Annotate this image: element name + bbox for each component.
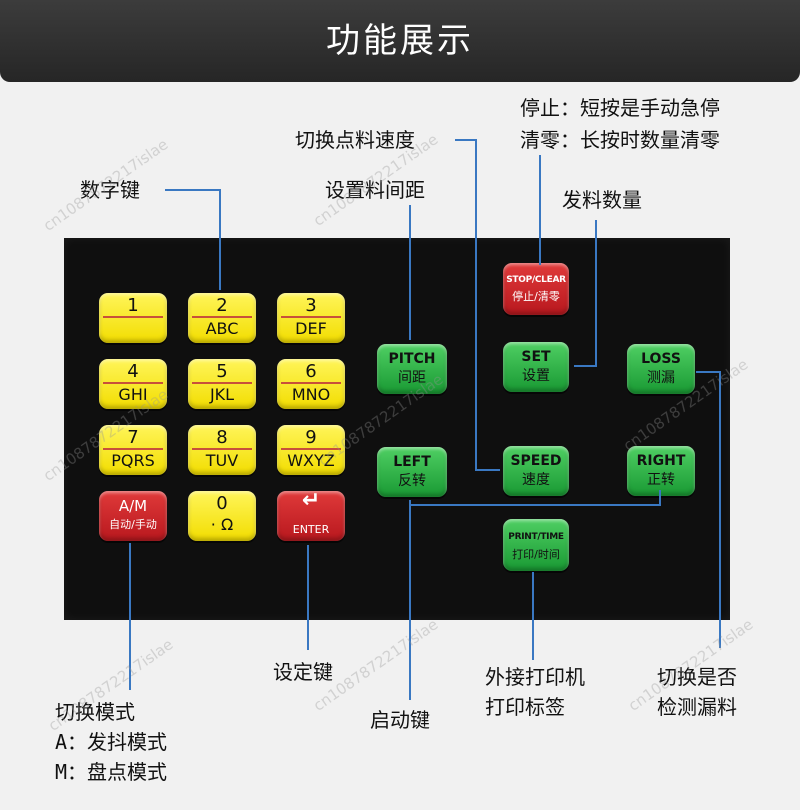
key-number: 5 bbox=[216, 361, 228, 382]
key-number: 3 bbox=[305, 295, 317, 316]
pitch-key[interactable]: PITCH 间距 bbox=[377, 344, 447, 394]
key-letters: DEF bbox=[295, 319, 327, 338]
label-printer-line1: 外接打印机 bbox=[485, 665, 585, 689]
key-divider bbox=[103, 382, 163, 384]
key-label-zh: 间距 bbox=[398, 370, 426, 386]
key-label-en: SET bbox=[521, 349, 551, 365]
key-label-en: PITCH bbox=[388, 351, 436, 367]
key-number: 7 bbox=[127, 427, 139, 448]
label-loss-line2: 检测漏料 bbox=[657, 695, 737, 719]
key-label-en: STOP/CLEAR bbox=[506, 275, 566, 285]
key-number: 1 bbox=[127, 295, 139, 316]
key-label-en: PRINT/TIME bbox=[508, 532, 564, 542]
key-divider bbox=[281, 382, 341, 384]
label-stop-line1: 停止：短按是手动急停 bbox=[520, 96, 720, 120]
loss-key[interactable]: LOSS 测漏 bbox=[627, 344, 695, 394]
key-divider bbox=[192, 448, 252, 450]
label-mode-a: A：发抖模式 bbox=[55, 730, 168, 754]
speed-key[interactable]: SPEED 速度 bbox=[503, 446, 569, 496]
key-divider bbox=[281, 316, 341, 318]
key-divider bbox=[281, 448, 341, 450]
label-set-pitch: 设置料间距 bbox=[325, 178, 425, 202]
key-label-en: A/M bbox=[118, 497, 148, 515]
label-mode-title: 切换模式 bbox=[55, 700, 135, 724]
key-letters: · Ω bbox=[210, 515, 234, 534]
key-letters: TUV bbox=[205, 451, 239, 470]
key-number: 6 bbox=[305, 361, 317, 382]
key-label-en: ENTER bbox=[292, 523, 330, 536]
key-6[interactable]: 6 MNO bbox=[277, 359, 345, 409]
enter-icon: ↵ bbox=[301, 488, 321, 513]
key-label-zh: 设置 bbox=[522, 368, 550, 384]
key-divider bbox=[103, 448, 163, 450]
key-8[interactable]: 8 TUV bbox=[188, 425, 256, 475]
key-0[interactable]: 0 · Ω bbox=[188, 491, 256, 541]
label-digit-keys: 数字键 bbox=[80, 178, 140, 202]
key-label-zh: 停止/清零 bbox=[512, 290, 560, 303]
auto-manual-key[interactable]: A/M 自动/手动 bbox=[99, 491, 167, 541]
label-printer-line2: 打印标签 bbox=[485, 695, 565, 719]
key-number: 4 bbox=[127, 361, 139, 382]
key-2[interactable]: 2 ABC bbox=[188, 293, 256, 343]
stop-clear-key[interactable]: STOP/CLEAR 停止/清零 bbox=[503, 263, 569, 315]
label-start-key: 启动键 bbox=[370, 708, 430, 732]
key-divider bbox=[103, 316, 163, 318]
key-letters: JKL bbox=[209, 385, 235, 404]
key-7[interactable]: 7 PQRS bbox=[99, 425, 167, 475]
key-letters: WXYZ bbox=[287, 451, 335, 470]
print-time-key[interactable]: PRINT/TIME 打印/时间 bbox=[503, 519, 569, 571]
key-5[interactable]: 5 JKL bbox=[188, 359, 256, 409]
key-3[interactable]: 3 DEF bbox=[277, 293, 345, 343]
key-letters: ABC bbox=[205, 319, 239, 338]
label-loss-line1: 切换是否 bbox=[657, 665, 737, 689]
key-1[interactable]: 1 bbox=[99, 293, 167, 343]
label-mode-m: M：盘点模式 bbox=[55, 760, 168, 784]
watermark: cn1087872217islae bbox=[40, 135, 172, 235]
label-set-key: 设定键 bbox=[273, 660, 333, 684]
key-letters: PQRS bbox=[111, 451, 155, 470]
right-key[interactable]: RIGHT 正转 bbox=[627, 446, 695, 496]
key-letters: MNO bbox=[291, 385, 331, 404]
key-label-en: RIGHT bbox=[636, 453, 686, 469]
set-key[interactable]: SET 设置 bbox=[503, 342, 569, 392]
key-label-en: LOSS bbox=[641, 351, 681, 367]
key-label-zh: 测漏 bbox=[647, 370, 675, 386]
label-stop-line2: 清零：长按时数量清零 bbox=[520, 128, 720, 152]
key-label-zh: 反转 bbox=[398, 473, 426, 489]
key-number: 8 bbox=[216, 427, 228, 448]
title-bar: 功能展示 bbox=[0, 0, 800, 82]
key-number: 2 bbox=[216, 295, 228, 316]
left-key[interactable]: LEFT 反转 bbox=[377, 447, 447, 497]
key-9[interactable]: 9 WXYZ bbox=[277, 425, 345, 475]
label-switch-speed: 切换点料速度 bbox=[295, 128, 415, 152]
key-divider bbox=[192, 382, 252, 384]
label-feed-count: 发料数量 bbox=[562, 188, 642, 212]
key-label-zh: 自动/手动 bbox=[109, 518, 157, 531]
key-label-zh: 速度 bbox=[522, 472, 550, 488]
key-number: 9 bbox=[305, 427, 317, 448]
key-letters: GHI bbox=[118, 385, 148, 404]
key-label-en: LEFT bbox=[393, 454, 431, 470]
key-label-zh: 正转 bbox=[647, 472, 675, 488]
keypad-panel: 1 2 ABC 3 DEF 4 GHI 5 JKL 6 MNO 7 PQRS 8… bbox=[64, 238, 730, 620]
key-label-en: SPEED bbox=[510, 453, 562, 469]
key-4[interactable]: 4 GHI bbox=[99, 359, 167, 409]
key-label-zh: 打印/时间 bbox=[512, 548, 560, 561]
key-divider bbox=[192, 316, 252, 318]
key-number: 0 bbox=[216, 493, 228, 514]
enter-key[interactable]: ↵ ENTER bbox=[277, 488, 345, 541]
page-title: 功能展示 bbox=[326, 21, 474, 61]
